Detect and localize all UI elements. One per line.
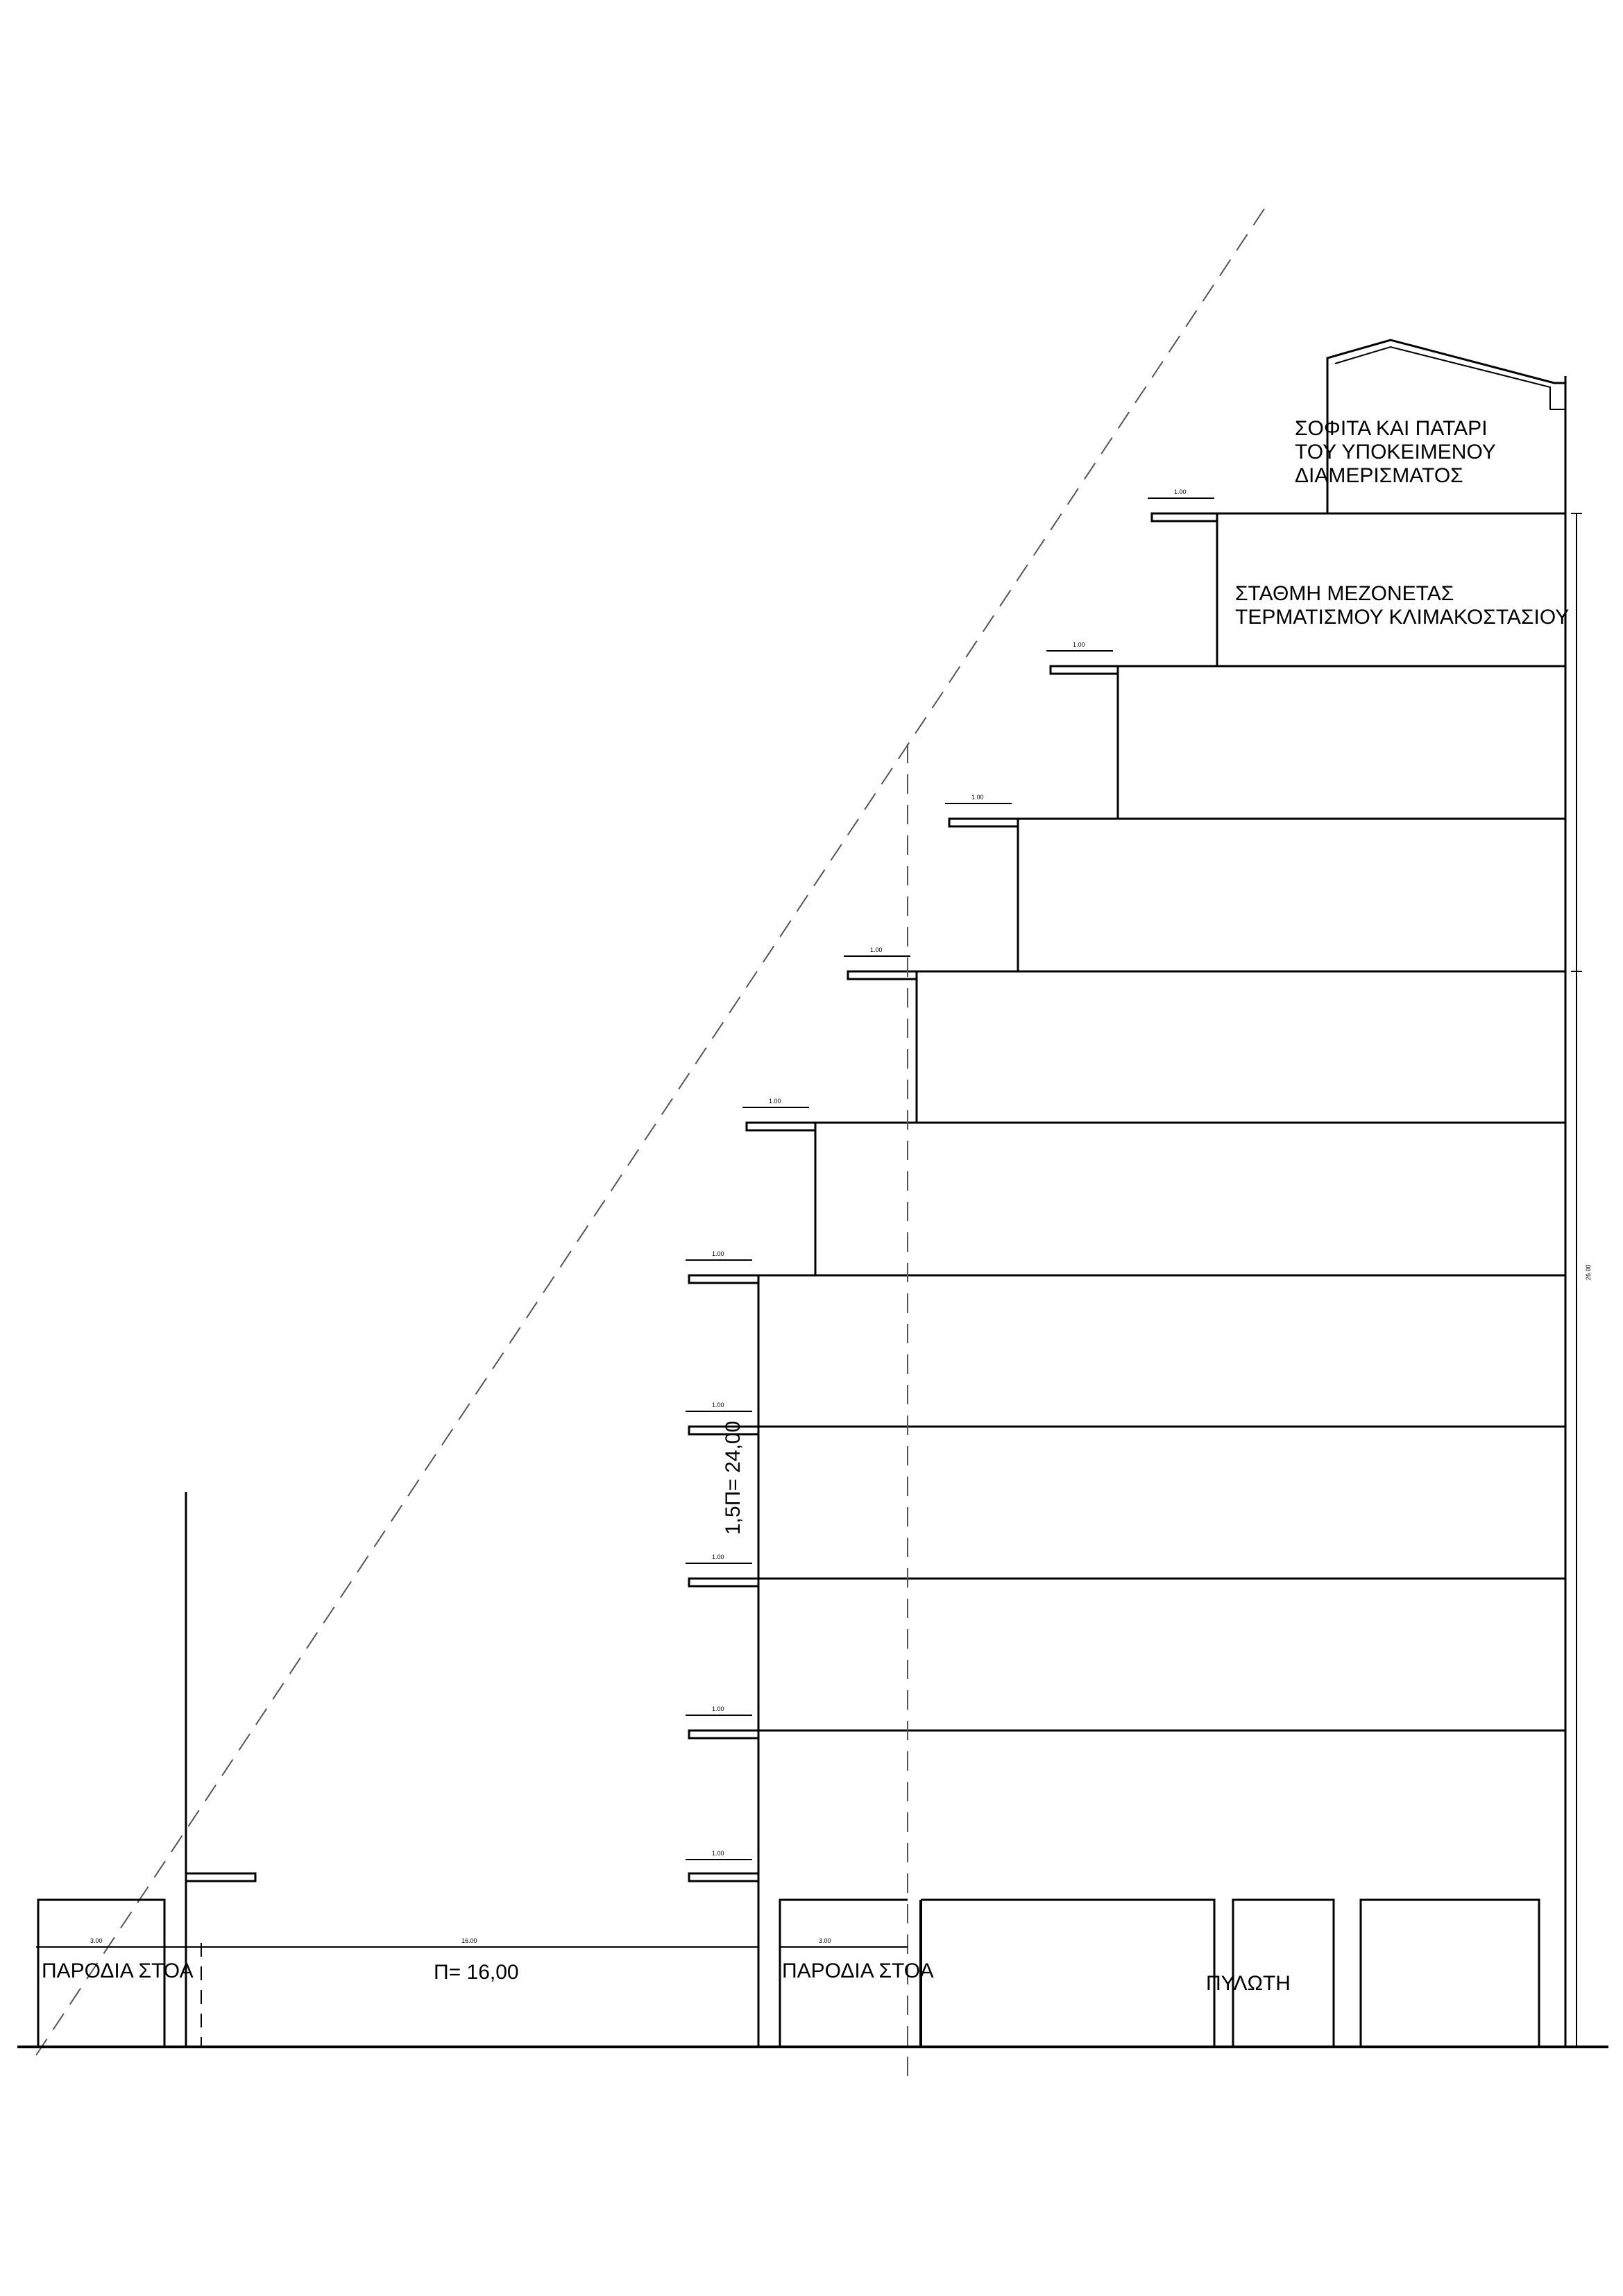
balcony-dim-label: 1.00	[971, 794, 984, 801]
street-width-dim: 16.00	[461, 1937, 477, 1944]
balcony-dim-label: 1.00	[712, 1850, 724, 1857]
attic-label-line2: ΤΟΥ ΥΠΟΚΕΙΜΕΝΟΥ	[1295, 441, 1496, 464]
balcony-dim-label: 1.00	[712, 1250, 724, 1257]
total-height-dim: 26.00	[1585, 1264, 1592, 1280]
street-width-label: Π= 16,00	[434, 1961, 519, 1984]
arcade-width-dim: 3.00	[90, 1937, 103, 1944]
attic-label-line3: ΔΙΑΜΕΡΙΣΜΑΤΟΣ	[1295, 464, 1463, 487]
dimension-texts: 1.00 1.00 1.00 1.00 1.00 1.00 1.00 1.00 …	[90, 488, 1592, 1944]
main-building	[688, 339, 1567, 2047]
maisonette-label-line1: ΣΤΑΘΜΗ ΜΕΖΟΝΕΤΑΣ	[1235, 582, 1454, 605]
balcony-dim-label: 1.00	[870, 946, 883, 953]
balcony-dim-label: 1.00	[712, 1554, 724, 1561]
dimension-lines	[36, 498, 1582, 2048]
balcony-dim-label: 1.00	[769, 1098, 781, 1105]
labels: ΣΟΦΙΤΑ ΚΑΙ ΠΑΤΑΡΙ ΤΟΥ ΥΠΟΚΕΙΜΕΝΟΥ ΔΙΑΜΕΡ…	[42, 417, 1569, 1995]
sky-exposure-line	[35, 202, 1269, 2056]
balcony-dim-label: 1.00	[712, 1706, 724, 1712]
arcade-width-dim: 3.00	[819, 1937, 831, 1944]
balcony-dim-label: 1.00	[1174, 488, 1187, 495]
maisonette-label-line2: ΤΕΡΜΑΤΙΣΜΟΥ ΚΛΙΜΑΚΟΣΤΑΣΙΟΥ	[1235, 606, 1569, 629]
arcade-left-label: ΠΑΡΟΔΙΑ ΣΤΟΑ	[42, 1959, 194, 1982]
arcade-right-label: ΠΑΡΟΔΙΑ ΣΤΟΑ	[782, 1959, 934, 1982]
height-limit-label: 1,5Π= 24,00	[722, 1421, 745, 1535]
attic-label-line1: ΣΟΦΙΤΑ ΚΑΙ ΠΑΤΑΡΙ	[1295, 417, 1488, 440]
pilotis-label: ΠΥΛΩΤΗ	[1206, 1972, 1291, 1995]
opposite-building	[37, 1492, 257, 2047]
balcony-dim-label: 1.00	[712, 1402, 724, 1409]
balcony-dim-label: 1.00	[1073, 641, 1085, 648]
